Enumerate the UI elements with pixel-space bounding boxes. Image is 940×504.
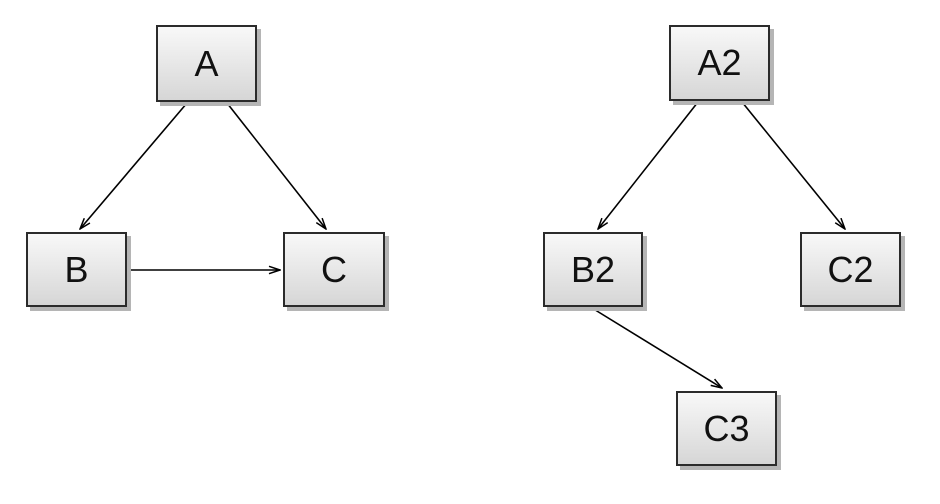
node-label: B bbox=[64, 248, 89, 290]
edge-a-to-b bbox=[80, 102, 188, 229]
edge-a-to-c bbox=[226, 102, 326, 229]
node-c3[interactable]: C3 bbox=[676, 391, 777, 466]
node-label: C bbox=[321, 248, 347, 290]
node-label: C2 bbox=[827, 248, 874, 290]
edge-a2-to-b2 bbox=[598, 101, 699, 229]
edge-a2-to-c2 bbox=[741, 101, 845, 229]
node-label: A2 bbox=[697, 42, 742, 83]
node-label: B2 bbox=[570, 248, 616, 290]
node-label: C3 bbox=[703, 407, 750, 449]
edges-group bbox=[80, 101, 845, 388]
edge-b2-to-c3 bbox=[591, 307, 722, 388]
node-c[interactable]: C bbox=[283, 232, 385, 307]
node-b[interactable]: B bbox=[26, 232, 127, 307]
node-c2[interactable]: C2 bbox=[800, 232, 901, 307]
node-b2[interactable]: B2 bbox=[543, 232, 643, 307]
node-a2[interactable]: A2 bbox=[669, 25, 770, 101]
node-label: A bbox=[194, 42, 219, 84]
node-a[interactable]: A bbox=[156, 25, 257, 102]
